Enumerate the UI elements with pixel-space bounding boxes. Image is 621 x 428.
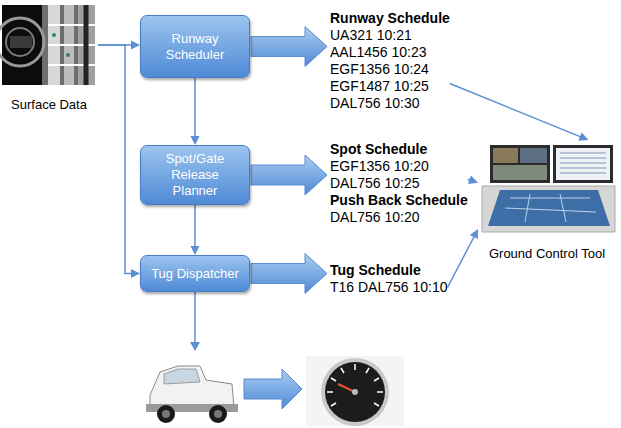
arrow-head [131,40,140,49]
process-box: Spot/Gate Release Planner [140,145,250,205]
schedule-list: Spot ScheduleEGF1356 10:20DAL756 10:25Pu… [330,141,468,226]
block-arrow [244,369,302,409]
block-arrow [251,155,327,195]
node-label: Ground Control Tool [478,246,616,262]
arrow-head [468,176,478,185]
schedule-entry: DAL756 10:30 [330,95,450,112]
schedule-entry: T16 DAL756 10:10 [330,279,448,296]
connector-arrow [448,229,478,287]
connector-line [448,235,475,287]
process-box: Runway Scheduler [140,15,250,78]
tug-arrow [190,292,200,351]
schedule-entry: EGF1487 10:25 [330,78,450,95]
node-label: Tug Dispatcher [151,266,239,282]
schedule-entry: EGF1356 10:20 [330,158,468,175]
arrow-head [191,246,200,255]
surface-data-image [0,5,95,85]
schedule-entry: AAL1456 10:23 [330,44,450,61]
schedule-list: Tug ScheduleT16 DAL756 10:10 [330,262,448,296]
arrow-head [191,136,200,145]
image-node: Surface Data [0,5,98,113]
arrow-head [578,132,588,140]
connector-line [98,45,133,274]
connector-arrow [468,176,478,185]
connector-line [194,205,196,248]
connector-line [450,83,582,137]
arrow-head [470,229,478,239]
image-node: Ground Control Tool [478,140,616,262]
schedule-entry: DAL756 10:25 [330,175,468,192]
connector-line [194,78,196,138]
node-label: Surface Data [0,97,98,113]
schedule-heading: Runway Schedule [330,10,450,27]
schedule-entry: DAL756 10:20 [330,209,468,226]
connector-arrow [191,205,200,255]
schedule-heading: Tug Schedule [330,262,448,279]
connector-arrow [450,83,589,140]
process-box: Tug Dispatcher [140,255,250,292]
block-arrow [251,27,327,67]
block-arrow-shape [251,254,327,294]
tug-image [146,366,238,423]
connector-arrow [98,45,140,278]
schedule-heading: Spot Schedule [330,141,468,158]
node-label: Spot/Gate Release Planner [147,151,243,199]
block-arrow [251,254,327,294]
schedule-entry: UA321 10:21 [330,27,450,44]
block-arrow-shape [251,155,327,195]
node-label: Runway Scheduler [147,31,243,63]
arrow-head [131,269,140,278]
connector-arrow [191,78,200,145]
ground-control-tool-image [482,145,615,232]
schedule-entry: EGF1356 10:24 [330,61,450,78]
schedule-list: Runway ScheduleUA321 10:21AAL1456 10:23E… [330,10,450,112]
speedometer-image [306,356,404,426]
block-arrow-shape [251,27,327,67]
schedule-heading: Push Back Schedule [330,192,468,209]
